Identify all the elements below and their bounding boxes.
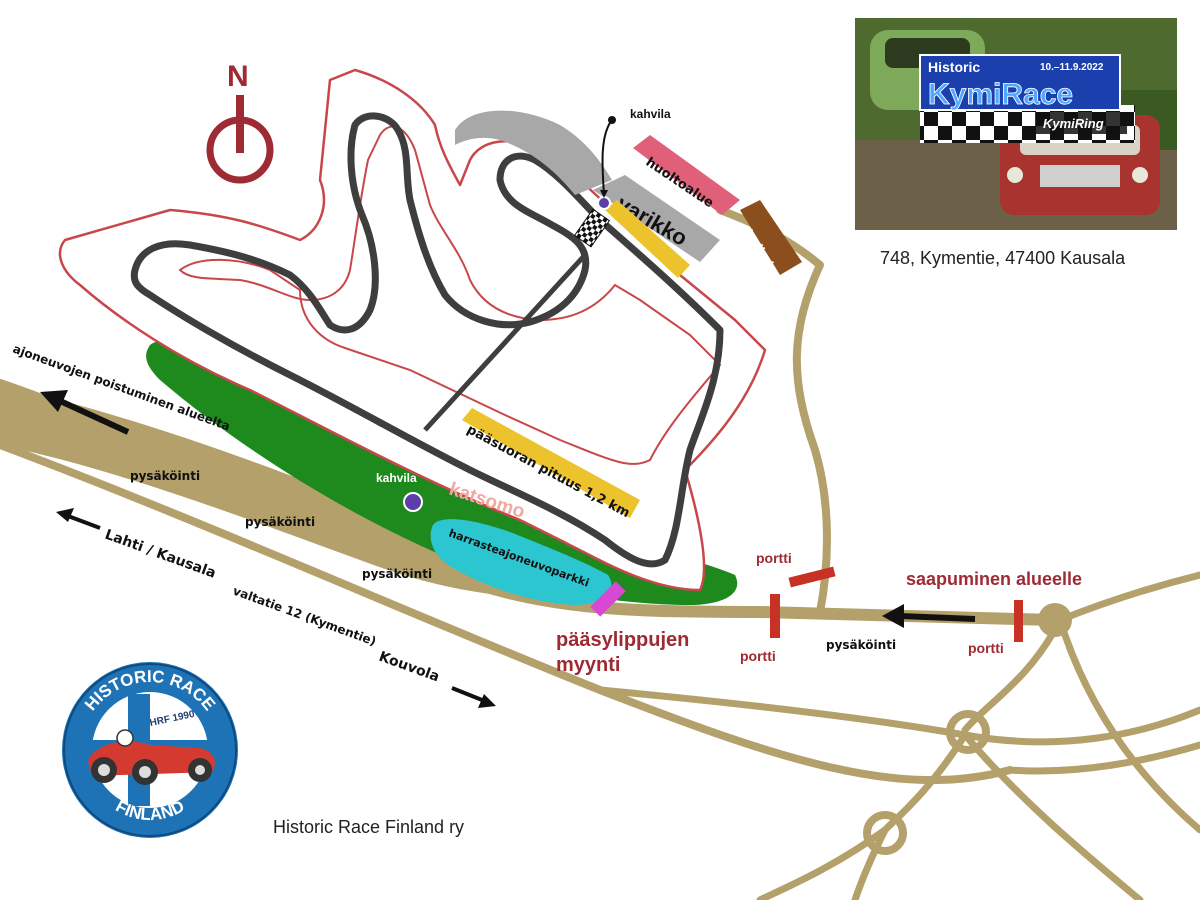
- track-inner-gap: [178, 125, 722, 465]
- cafe-top-icon: [597, 196, 611, 210]
- start-finish-line: [573, 208, 611, 248]
- arrival-arrow-icon: [882, 604, 976, 628]
- interchange-ramp-1: [596, 686, 1200, 746]
- hrf-logo: HISTORIC RACE FINLAND HRF 1990: [62, 662, 238, 838]
- kouvola-label: Kouvola: [377, 649, 442, 686]
- lahti-arrow-icon: [56, 508, 101, 530]
- roundabout-1: [946, 710, 990, 754]
- cafe-top-label: kahvila: [630, 107, 671, 121]
- straight-length-banner: [462, 408, 640, 518]
- hobby-parking-area: [430, 519, 612, 605]
- gate-label-2: portti: [740, 648, 776, 664]
- highway-lower: [0, 441, 1014, 785]
- gate-mid-marker: [770, 594, 780, 638]
- poster-title: KymiRace: [928, 78, 1073, 111]
- arrival-label: saapuminen alueelle: [906, 569, 1082, 589]
- interchange-ramp-4: [1056, 616, 1200, 834]
- pit-yellow-strip: [605, 200, 690, 278]
- tickets-label-2: myynti: [556, 654, 620, 676]
- exit-arrow-icon: [40, 390, 130, 435]
- venue-address: 748, Kymentie, 47400 Kausala: [880, 248, 1126, 268]
- cafe-mid-label: kahvila: [376, 471, 417, 485]
- pit-lane-area: [455, 110, 612, 195]
- organizer-name: Historic Race Finland ry: [273, 817, 464, 837]
- trailer-parking: [740, 200, 802, 275]
- parking-label-3: pysäköinti: [362, 567, 432, 581]
- event-poster: Historic 10.–11.9.2022 KymiRace KymiRing: [855, 18, 1177, 230]
- service-area: [633, 135, 740, 215]
- parking-label-4: pysäköinti: [826, 638, 896, 652]
- tickets-label-1: pääsylippujen: [556, 629, 689, 651]
- poster-dates: 10.–11.9.2022: [1040, 62, 1104, 73]
- kouvola-arrow-icon: [451, 686, 496, 708]
- gate-label-1: portti: [756, 550, 792, 566]
- poster-line1: Historic: [928, 59, 980, 75]
- race-track: [130, 112, 724, 568]
- cafe-mid-icon: [403, 492, 423, 512]
- north-compass-icon: N: [206, 60, 274, 184]
- ticket-booth-marker: [590, 581, 626, 617]
- lahti-label: Lahti / Kausala: [103, 527, 218, 582]
- compass-letter: N: [227, 60, 249, 93]
- gate-label-3: portti: [968, 640, 1004, 656]
- track-connector: [423, 253, 587, 432]
- gate-right-marker: [1014, 600, 1023, 642]
- gate-top-marker: [788, 566, 836, 588]
- parking-label-2: pysäköinti: [245, 515, 315, 529]
- interchange-ramp-2: [1056, 571, 1200, 624]
- interchange-ramp-3: [961, 616, 1064, 734]
- interchange-ramp-7: [961, 731, 1144, 900]
- parking-label-1: pysäköinti: [130, 469, 200, 483]
- poster-brand: KymiRing: [1043, 116, 1104, 131]
- roundabout-main: [1038, 603, 1072, 637]
- roundabout-2: [863, 811, 907, 855]
- interchange-ramp-6: [851, 826, 889, 900]
- cafe-top: kahvila: [597, 107, 671, 210]
- pit-building: [593, 175, 720, 262]
- interchange-ramp-5: [881, 731, 969, 834]
- interchange-ramp-9: [1006, 741, 1200, 775]
